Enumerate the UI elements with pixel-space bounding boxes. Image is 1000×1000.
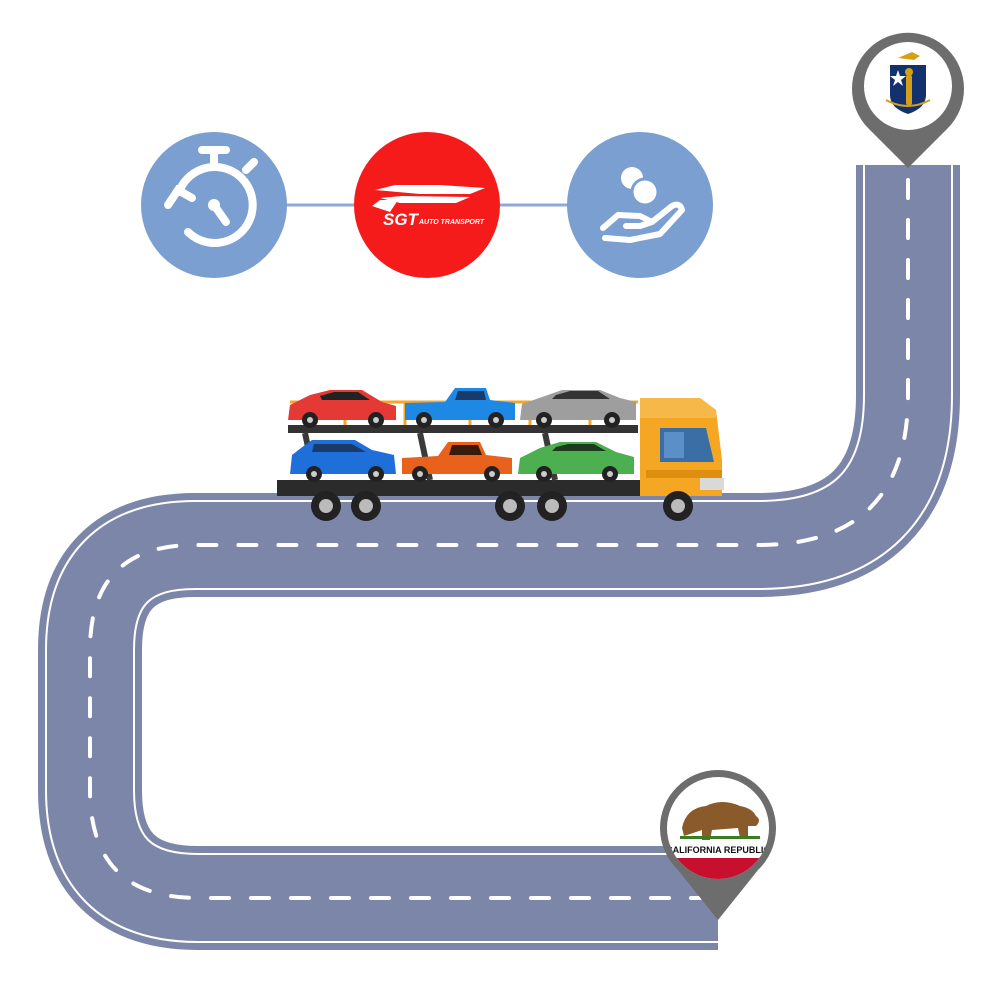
destination-pin: CALIFORNIA REPUBLIC: [660, 770, 776, 920]
hand-coins-icon: [600, 167, 685, 243]
car-bottom-blue: [290, 440, 396, 482]
massachusetts-seal-icon: [885, 52, 931, 114]
car-bottom-green: [518, 442, 634, 482]
car-top-red: [288, 390, 396, 428]
feature-brand: SGT AUTO TRANSPORT: [354, 132, 500, 278]
flag-text: CALIFORNIA REPUBLIC: [666, 845, 770, 855]
car-bottom-orange: [402, 442, 512, 482]
car-top-blue: [405, 388, 515, 428]
car-top-silver: [520, 390, 636, 428]
road: [38, 165, 960, 950]
lane-markings: [88, 178, 910, 900]
brand-logo-subtext: AUTO TRANSPORT: [418, 219, 485, 226]
brand-logo-text: SGT: [383, 210, 420, 229]
feature-savings: [567, 132, 713, 278]
feature-speed: [141, 132, 287, 278]
truck-cab: [640, 398, 724, 496]
origin-pin: [852, 32, 965, 169]
wing-logo-icon: [372, 185, 485, 212]
car-carrier-truck-icon: [277, 388, 724, 521]
truck-wheels: [311, 491, 693, 521]
bear-icon: [682, 802, 759, 840]
